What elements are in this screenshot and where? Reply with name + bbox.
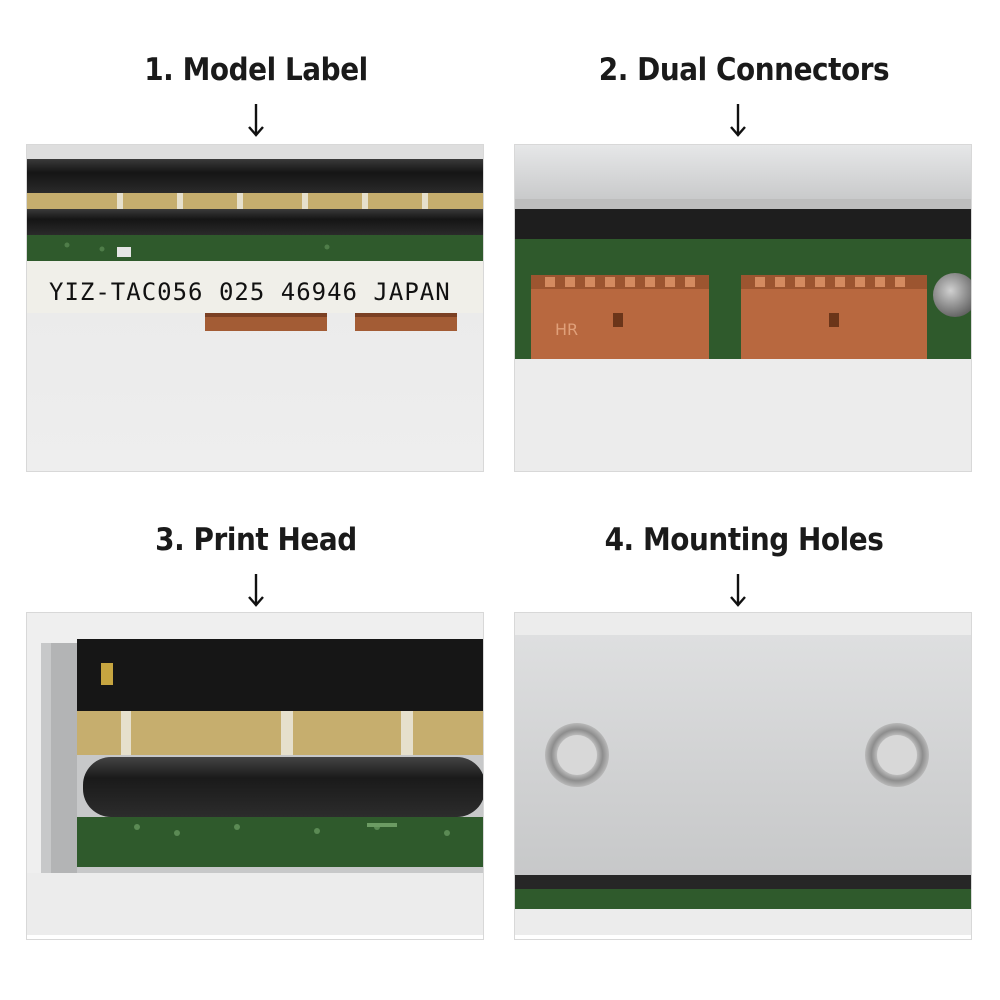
panel-1-title: 1. Model Label	[144, 52, 368, 88]
down-arrow-icon	[730, 104, 746, 137]
connector-left: HR	[531, 275, 709, 359]
down-arrow-icon	[730, 574, 746, 607]
print-head-photo	[26, 612, 484, 940]
connector-right	[741, 275, 927, 359]
model-label-photo: YIZ-TAC056 025 46946 JAPAN	[26, 144, 484, 472]
panel-3-title: 3. Print Head	[155, 522, 357, 558]
panel-2-title: 2. Dual Connectors	[598, 52, 890, 88]
mounting-holes-photo	[514, 612, 972, 940]
connector-mark: HR	[555, 320, 578, 339]
dual-connectors-photo: HR	[514, 144, 972, 472]
down-arrow-icon	[248, 574, 264, 607]
down-arrow-icon	[248, 104, 264, 137]
panel-4-title: 4. Mounting Holes	[604, 522, 884, 558]
model-label-text: YIZ-TAC056 025 46946 JAPAN	[49, 278, 451, 306]
